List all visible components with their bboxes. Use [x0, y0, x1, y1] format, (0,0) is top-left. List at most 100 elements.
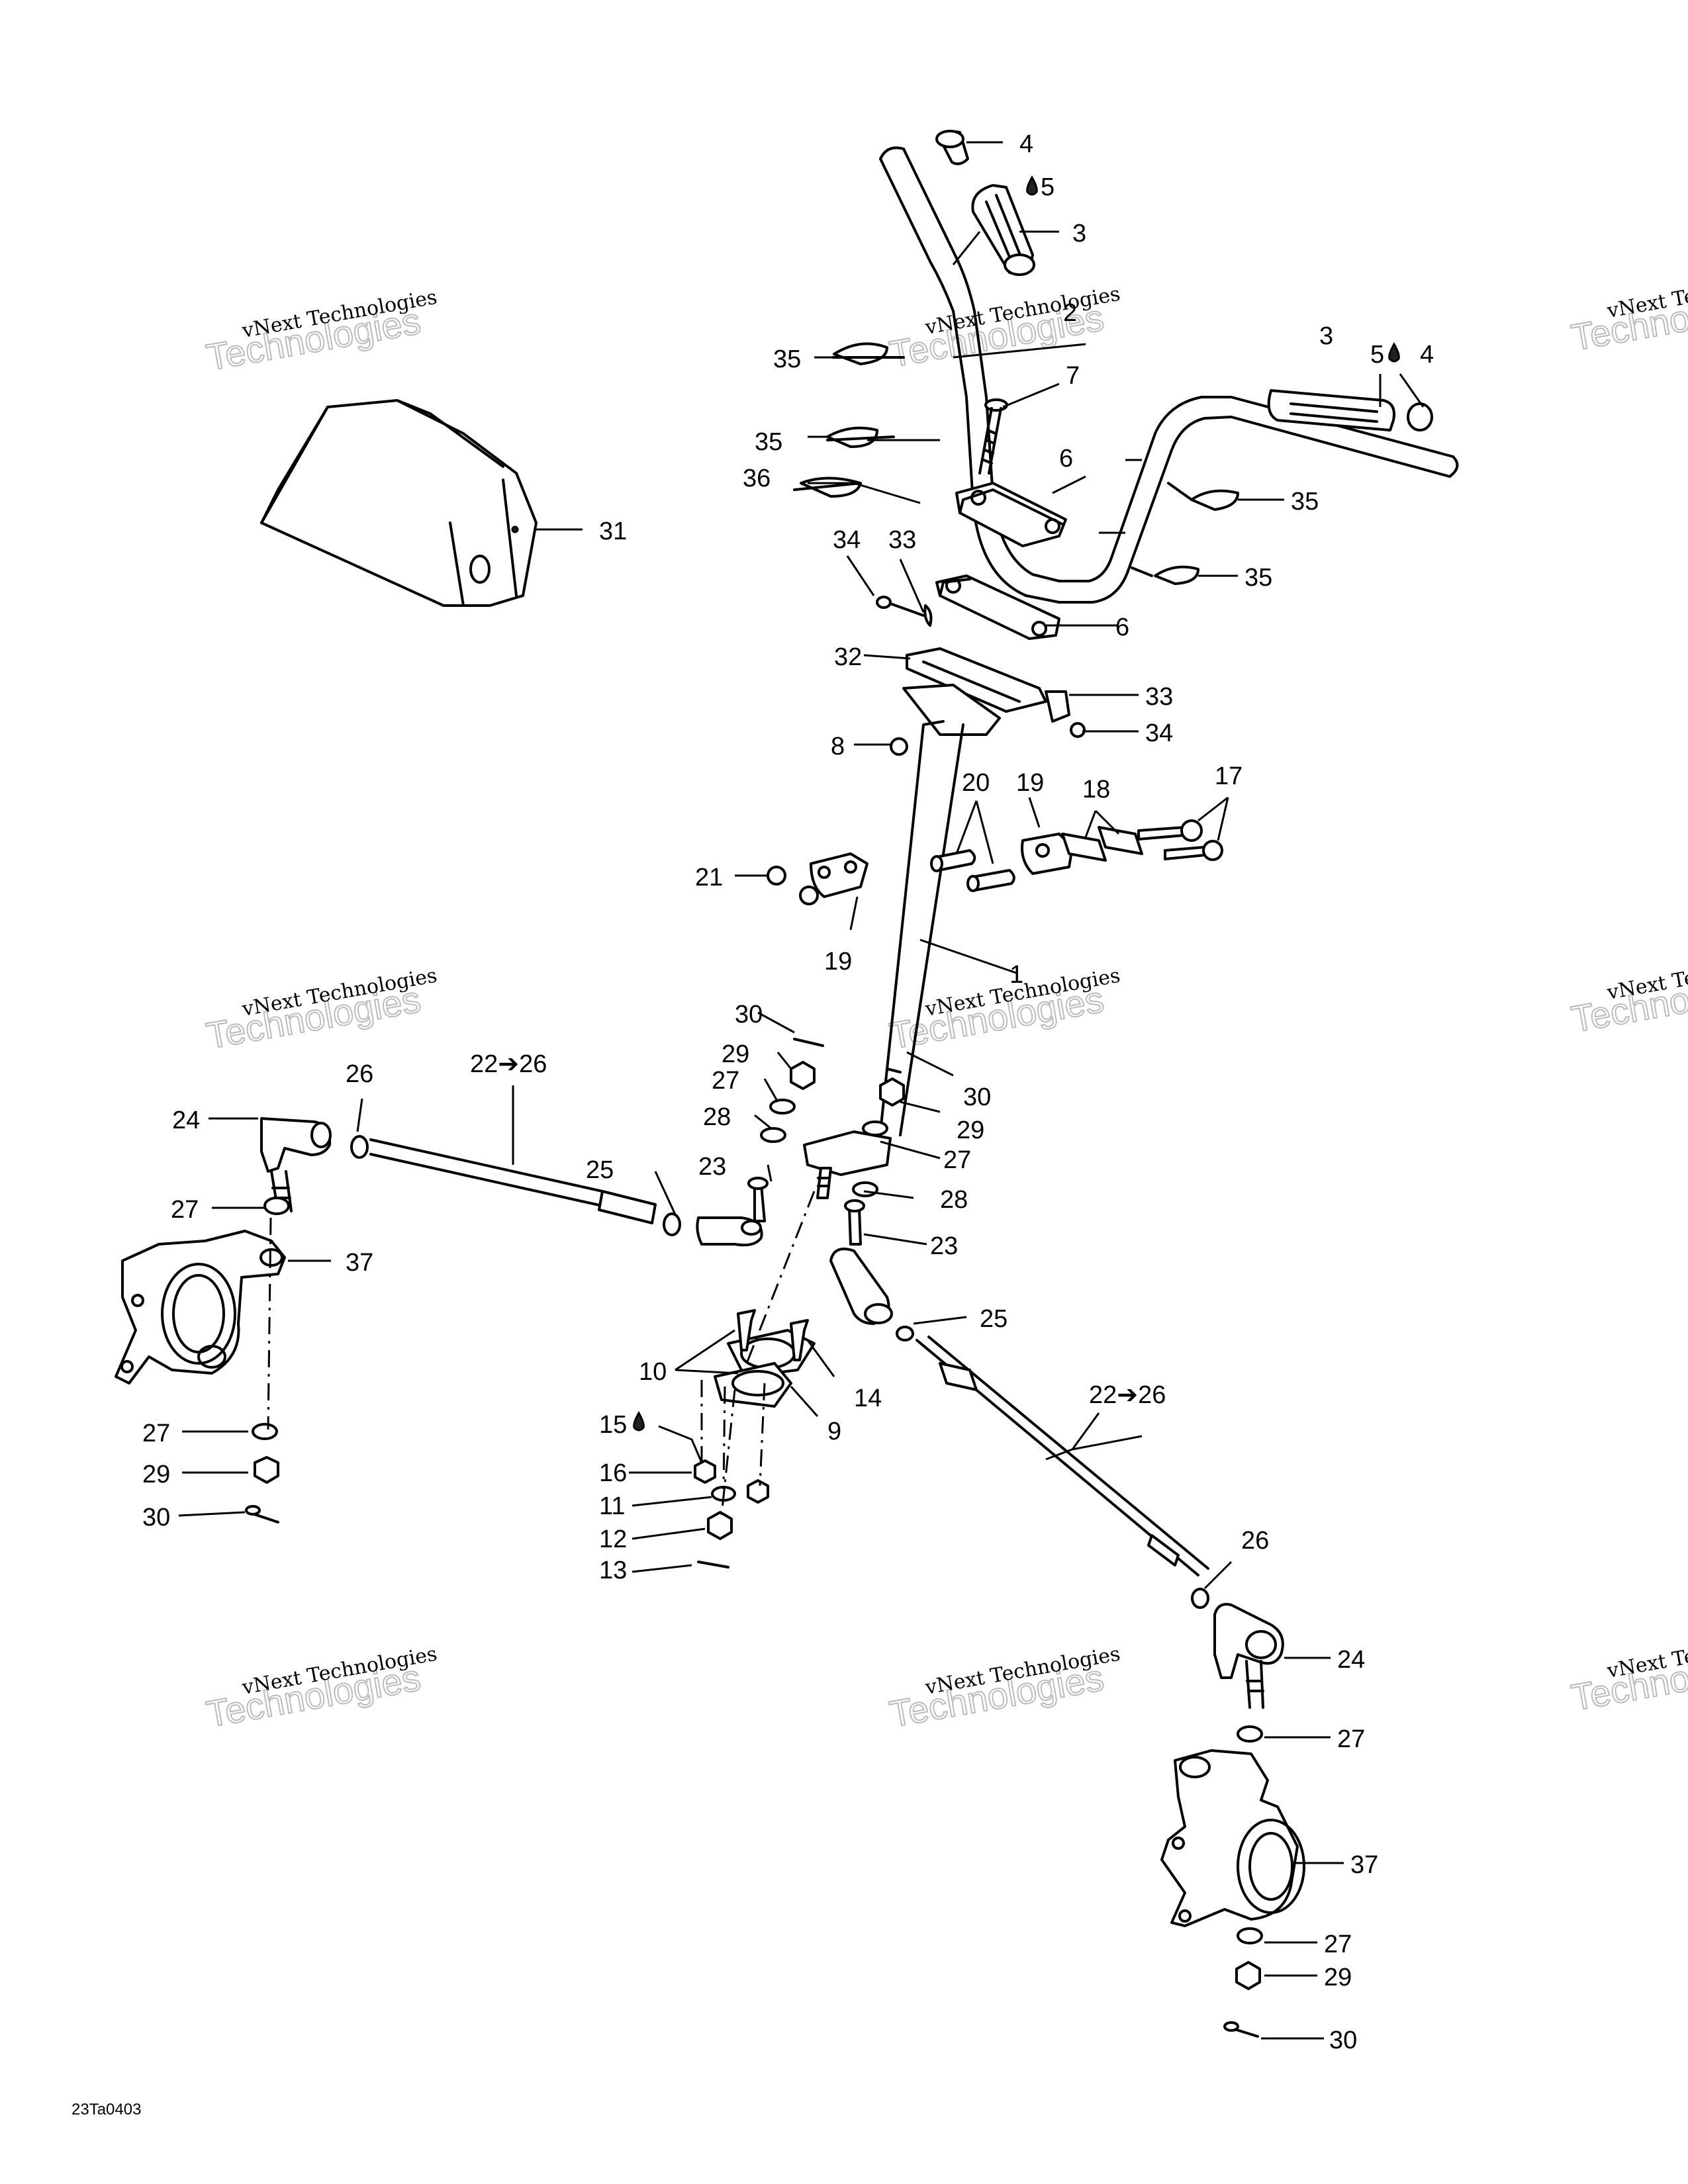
links-18: [1061, 826, 1143, 862]
callout-label: 26: [1241, 1527, 1269, 1555]
left-grip: [935, 130, 1035, 276]
handlebar: [879, 146, 1459, 604]
lower-bearing-hardware: [694, 1459, 769, 1569]
callout-label: 27: [712, 1067, 739, 1095]
callout-label: 26: [346, 1060, 373, 1088]
nut-34-right: [1070, 722, 1086, 738]
callout-labels: 4 5 3 2 35 7 3 5 4 35 6 36 35 31 34 33 3…: [142, 130, 1434, 2054]
right-knuckle: [1160, 1749, 1305, 1927]
callout-label: 4: [1420, 341, 1434, 369]
callout-label: 29: [142, 1461, 170, 1488]
callout-label: 6: [1059, 445, 1073, 473]
callout-label: 3: [1319, 322, 1333, 350]
callout-label: 20: [962, 769, 990, 797]
callout-label: 34: [1145, 719, 1173, 747]
callout-label: 35: [1291, 488, 1319, 516]
callout-label: 28: [940, 1186, 968, 1214]
callout-label: 3: [1072, 220, 1086, 248]
callout-label: 27: [1337, 1725, 1365, 1753]
lower-clamp: [935, 574, 1060, 640]
right-inner-ball-joint-23: [829, 1199, 893, 1325]
callout-label: 25: [586, 1156, 614, 1184]
right-knuckle-hardware: [1223, 1725, 1263, 2038]
steering-column: [803, 684, 1001, 1199]
hose-clamps: [793, 342, 1239, 585]
callout-label: 35: [773, 345, 801, 373]
right-inner-ball-joint: [696, 1177, 769, 1247]
callout-label: 31: [599, 518, 627, 545]
diagram-code: 23Ta0403: [71, 2101, 141, 2118]
callout-label: 25: [980, 1305, 1008, 1333]
callout-label: 16: [599, 1459, 627, 1487]
upper-clamp: [955, 482, 1067, 547]
callout-label: 29: [722, 1040, 749, 1068]
callout-label: 37: [1350, 1851, 1378, 1879]
callout-label: 23: [698, 1153, 726, 1181]
handlebar-cover: [260, 399, 538, 607]
callout-label: 30: [963, 1083, 991, 1111]
callout-label: 28: [703, 1103, 731, 1131]
callout-label: 17: [1215, 762, 1243, 790]
right-grip: [1267, 389, 1433, 432]
callout-label: 22➔26: [470, 1050, 547, 1078]
callout-label: 2: [1063, 299, 1077, 327]
callout-label: 14: [854, 1385, 882, 1412]
center-upper-hardware: [760, 1038, 905, 1197]
callout-label: 24: [1337, 1646, 1365, 1674]
bushing-bracket: [767, 852, 868, 905]
callout-label: 24: [172, 1107, 200, 1134]
callout-label: 7: [1066, 362, 1080, 390]
callout-label: 29: [957, 1116, 984, 1144]
callout-label: 37: [346, 1249, 373, 1277]
callout-label: 27: [1324, 1931, 1352, 1958]
oil-drop-icon: [1388, 341, 1400, 363]
right-tie-rod: [896, 1326, 1209, 1609]
callout-label: 29: [1324, 1964, 1352, 1991]
callout-label: 35: [755, 428, 782, 456]
leader-lines: [178, 141, 1425, 2040]
callout-label: 36: [743, 465, 771, 492]
left-knuckle-hardware: [245, 1197, 290, 1524]
left-ball-joint-24: [260, 1117, 332, 1212]
callout-label: 19: [1016, 769, 1044, 797]
bracket-plate: [906, 647, 1070, 723]
callout-label: 12: [599, 1525, 627, 1553]
callout-label: 30: [142, 1504, 170, 1531]
bolt-7: [978, 398, 1008, 475]
left-tie-rod: [350, 1135, 681, 1236]
bushings-20: [930, 849, 1015, 892]
callout-label: 5: [1370, 341, 1384, 369]
callout-label: 18: [1082, 776, 1110, 803]
callout-label: 34: [833, 526, 861, 554]
callout-label: 4: [1019, 130, 1033, 158]
callout-label: 32: [834, 643, 862, 671]
bolt-34-upper: [876, 596, 933, 627]
callout-label: 27: [142, 1420, 170, 1447]
callout-label: 10: [639, 1358, 667, 1386]
assembly-axis-lines: [267, 1191, 816, 1516]
oil-drop-icon: [1026, 175, 1038, 196]
callout-label: 1: [1009, 961, 1023, 989]
nut-8: [890, 737, 908, 756]
callout-label: 30: [735, 1001, 763, 1028]
callout-label: 23: [930, 1232, 958, 1260]
callout-label: 22➔26: [1089, 1381, 1166, 1409]
callout-label: 35: [1244, 564, 1272, 592]
callout-label: 19: [824, 948, 852, 976]
callout-label: 9: [827, 1418, 841, 1445]
callout-label: 11: [599, 1492, 625, 1520]
oil-drop-icon: [633, 1410, 645, 1432]
callout-label: 13: [599, 1557, 627, 1584]
left-knuckle: [115, 1230, 286, 1385]
right-outer-ball-joint-24: [1213, 1603, 1284, 1709]
callout-label: 33: [888, 526, 916, 554]
callout-label: 21: [695, 864, 723, 891]
callout-label: 27: [943, 1146, 971, 1174]
bolts-17: [1137, 819, 1223, 861]
callout-label: 30: [1329, 2026, 1357, 2054]
callout-label: 33: [1145, 683, 1173, 711]
callout-label: 5: [1041, 173, 1055, 201]
callout-label: 27: [171, 1196, 199, 1224]
callout-label: 8: [831, 733, 845, 760]
